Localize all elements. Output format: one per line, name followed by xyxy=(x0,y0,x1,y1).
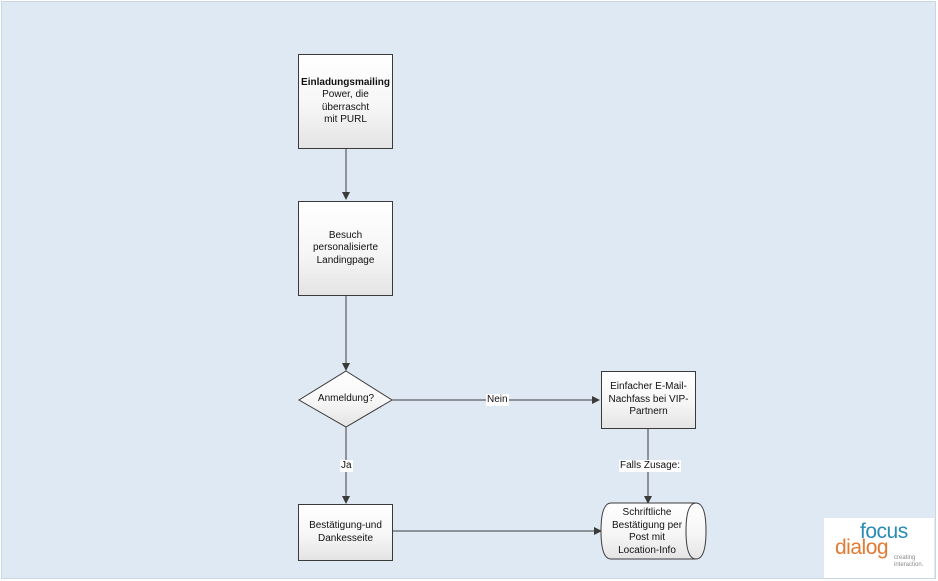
node-einladungsmailing: Einladungsmailing Power, die überrascht … xyxy=(298,54,393,149)
node-text-line: Nachfass bei VIP- xyxy=(608,393,689,405)
edge-label-nein: Nein xyxy=(486,394,509,406)
logo-tagline-line: creating xyxy=(894,555,916,561)
node-text-line: Location-Info xyxy=(618,544,676,556)
logo-word-dialog: dialog xyxy=(835,536,889,559)
node-text-line: Partnern xyxy=(629,406,668,418)
node-text-line: überrascht xyxy=(321,101,370,113)
node-text-line: Landingpage xyxy=(316,254,375,266)
logo-tagline: creating interaction. xyxy=(894,555,934,568)
node-schriftliche-bestaetigung: Schriftliche Bestätigung per Post mit Lo… xyxy=(606,507,688,557)
document-shape-curve xyxy=(685,502,697,560)
logo-tagline-line: interaction. xyxy=(894,561,924,568)
focus-dialog-logo: focus dialog creating interaction. xyxy=(824,518,934,578)
node-besuch-landingpage: Besuch personalisierte Landingpage xyxy=(298,201,393,296)
node-einladungsmailing-title: Einladungsmailing xyxy=(301,76,390,88)
edge-label-falls-zusage: Falls Zusage: xyxy=(619,460,682,472)
decision-diamond-anmeldung xyxy=(298,370,393,428)
node-text-line: Einfacher E-Mail- xyxy=(610,381,687,393)
node-text-line: Post mit xyxy=(628,532,666,543)
node-text-line: Power, die xyxy=(322,89,369,100)
node-text-line: Dankesseite xyxy=(317,532,374,544)
logo-word-focus: focus xyxy=(860,520,908,543)
node-text-line: Bestätigung-und xyxy=(309,520,382,531)
node-text-line: Besuch xyxy=(328,229,363,241)
node-email-nachfass: Einfacher E-Mail- Nachfass bei VIP- Part… xyxy=(601,371,696,429)
node-bestaetigung-dankesseite: Bestätigung-und Dankesseite xyxy=(298,504,393,561)
node-text-line: Schriftliche xyxy=(622,507,672,518)
node-text-line: mit PURL xyxy=(324,114,367,125)
node-text-line: personalisierte xyxy=(312,242,379,254)
decision-label-anmeldung: Anmeldung? xyxy=(317,393,375,404)
node-text-line: Bestätigung per xyxy=(611,519,683,531)
edge-label-ja: Ja xyxy=(340,460,353,472)
